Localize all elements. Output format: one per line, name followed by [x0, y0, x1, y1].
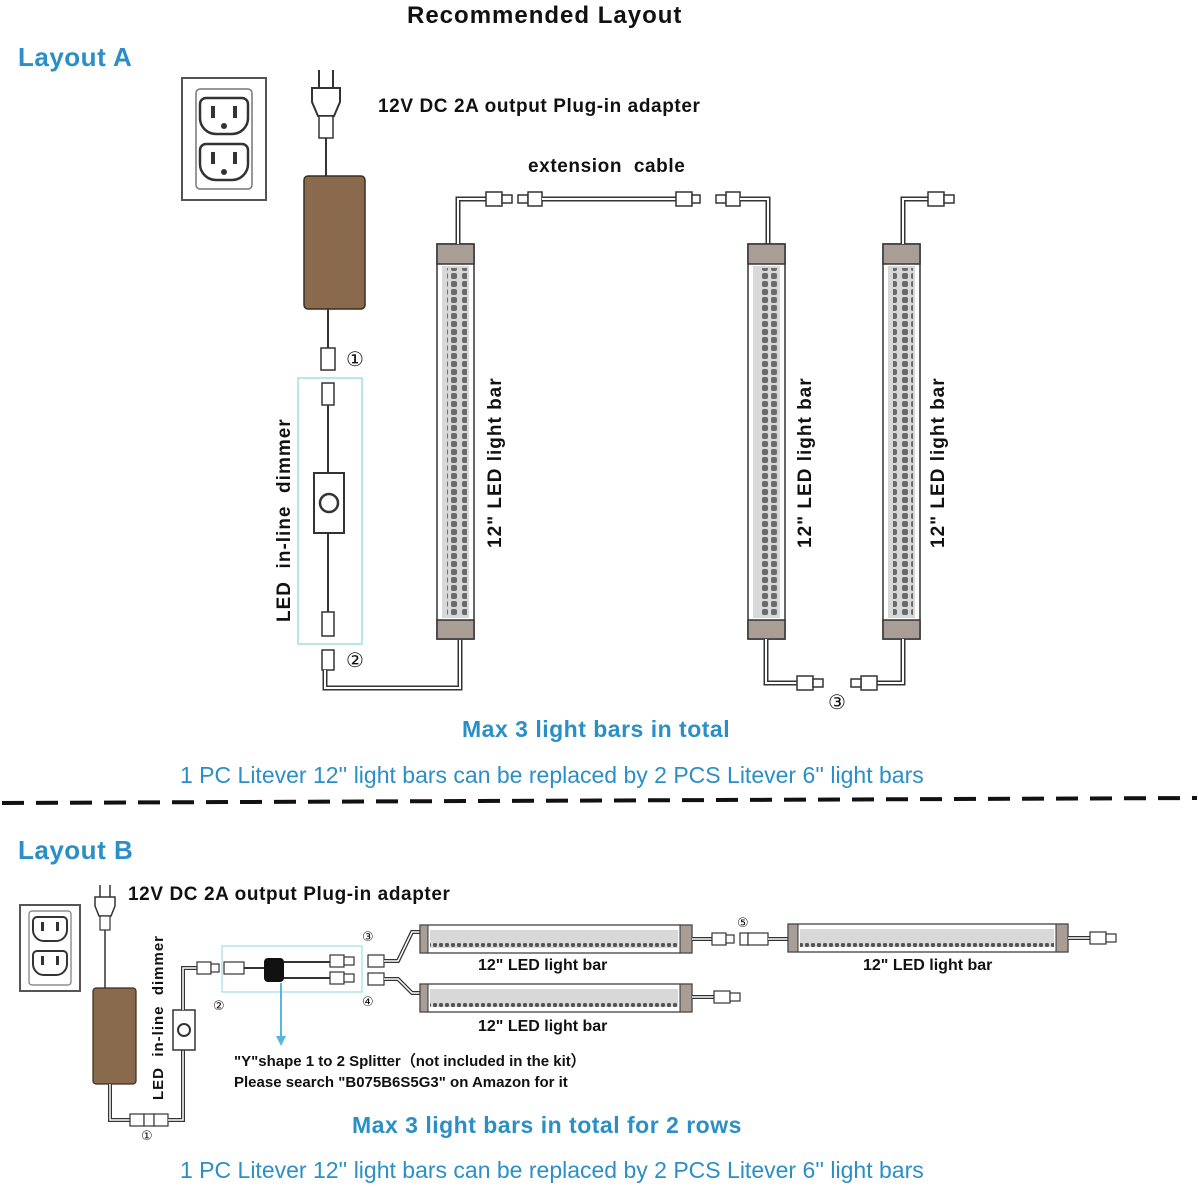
layout-a-adapter-label: 12V DC 2A output Plug-in adapter — [378, 96, 701, 117]
layout-b-note: 1 PC Litever 12'' light bars can be repl… — [180, 1157, 924, 1183]
wall-outlet-a-icon — [181, 77, 267, 201]
layout-b-bar2-label: 12" LED light bar — [478, 1018, 608, 1035]
wall-outlet-b-icon — [19, 904, 81, 992]
layout-a-bar1-label: 12" LED light bar — [485, 377, 506, 548]
layout-a-bar3-label: 12" LED light bar — [928, 377, 949, 548]
layout-a-note: 1 PC Litever 12'' light bars can be repl… — [180, 762, 924, 788]
layout-b-marker-3: ③ — [362, 929, 374, 944]
power-adapter-a — [303, 175, 366, 310]
extension-cable-a — [517, 191, 701, 207]
led-light-bar-a1 — [436, 243, 475, 640]
splitter-highlight — [221, 945, 363, 993]
layout-b-max-text: Max 3 light bars in total for 2 rows — [352, 1112, 742, 1138]
layout-a-marker-1: ① — [346, 349, 364, 371]
layout-b-adapter-label: 12V DC 2A output Plug-in adapter — [128, 884, 451, 905]
layout-a-max-text: Max 3 light bars in total — [462, 716, 731, 742]
layout-a-bar2-label: 12" LED light bar — [795, 377, 816, 548]
splitter-note-line1: "Y"shape 1 to 2 Splitter（not included in… — [234, 1053, 586, 1070]
led-light-bar-b3 — [787, 923, 1069, 953]
splitter-arrow — [276, 983, 286, 1046]
layout-a-dimmer-label: LED in-line dimmer — [274, 418, 295, 622]
plug-b-icon — [94, 885, 116, 988]
page-title: Recommended Layout — [407, 2, 683, 29]
led-light-bar-b2 — [419, 983, 693, 1013]
layout-a-heading: Layout A — [18, 42, 133, 72]
led-light-bar-b1 — [419, 924, 693, 954]
led-light-bar-a3 — [882, 243, 921, 640]
layout-b-heading: Layout B — [18, 835, 134, 865]
layout-a-marker-3: ③ — [828, 692, 846, 714]
power-adapter-b — [92, 987, 137, 1085]
layout-b-marker-4: ④ — [362, 994, 374, 1009]
y-splitter — [223, 954, 355, 985]
plug-a-icon — [311, 70, 341, 176]
dimmer-a — [313, 382, 345, 637]
layout-b-dimmer-label: LED in-line dimmer — [150, 934, 167, 1100]
layout-b-marker-5: ⑤ — [737, 915, 749, 930]
dimmer-highlight-a — [297, 377, 363, 645]
layout-a-marker-2: ② — [346, 650, 364, 672]
layout-b-bar3-label: 12" LED light bar — [863, 957, 993, 974]
section-divider — [1, 796, 1198, 805]
layout-a-extension-label: extension cable — [528, 156, 686, 177]
splitter-note-line2: Please search "B075B6S5G3" on Amazon for… — [234, 1074, 568, 1091]
layout-b-bar1-label: 12" LED light bar — [478, 957, 608, 974]
layout-b-marker-1: ① — [141, 1128, 153, 1143]
dimmer-b — [172, 1009, 196, 1051]
led-light-bar-a2 — [747, 243, 786, 640]
layout-b-marker-2: ② — [213, 998, 225, 1013]
